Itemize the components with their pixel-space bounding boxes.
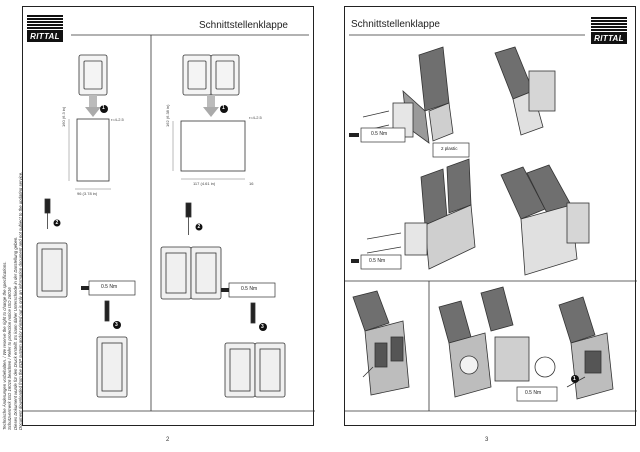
double-flap-illustration <box>180 54 246 172</box>
torque-unit: Nm <box>249 286 258 292</box>
dim-corner-single: r=4-2.5 <box>111 117 124 122</box>
torque-unit: Nm <box>379 131 388 137</box>
flap-closeup-bottom-left <box>352 290 410 396</box>
torque-unit: Nm <box>377 258 386 264</box>
single-flap-illustration <box>76 54 110 182</box>
torque-value-mid: 0.5 Nm <box>369 258 385 264</box>
flap-assembly-top-right <box>494 46 556 136</box>
torque-number: 0.5 <box>525 390 532 396</box>
right-page-drawings <box>345 34 637 412</box>
torque-box-top <box>360 127 406 143</box>
torque-unit: Nm <box>533 390 542 396</box>
screwdriver-double <box>185 202 192 235</box>
page-number-right: 3 <box>485 437 489 443</box>
step-2-number-double: 2 <box>197 223 201 230</box>
flap-final-double <box>224 302 286 398</box>
flap-assembly-top-left <box>362 46 454 144</box>
side-legal-note: Technische Änderungen vorbehalten. / We … <box>2 10 24 430</box>
flap-final-single <box>96 300 128 398</box>
step-1-badge-bottom <box>571 375 579 383</box>
step-3-badge-double <box>259 323 267 331</box>
torque-value-bottom: 0.5 Nm <box>525 390 541 396</box>
step-1-number-single: 1 <box>102 105 105 111</box>
step-1-number-bottom: 1 <box>573 375 576 382</box>
torque-tool-icon-mid <box>351 259 359 263</box>
torque-number: 0.5 <box>371 131 378 137</box>
torque-value-top: 0.5 Nm <box>371 131 387 137</box>
page-title: Schnittstellenklappe <box>351 19 440 30</box>
rittal-logo: RITTAL <box>591 17 627 45</box>
dim-corner-double: r=4-2.5 <box>249 115 262 120</box>
torque-value-double: 0.5 Nm <box>241 286 257 292</box>
step-2-badge-single <box>53 219 61 227</box>
dim-small-w-double: 16 <box>249 181 254 186</box>
flap-assembly-mid-left <box>366 158 476 270</box>
torque-value-single: 0.5 Nm <box>101 284 117 290</box>
step-3-number-single: 3 <box>115 321 118 328</box>
step-3-number-double: 3 <box>261 323 264 330</box>
logo-wordmark: RITTAL <box>591 33 627 44</box>
logo-stripes <box>27 15 63 31</box>
torque-tool-icon-double <box>221 288 229 292</box>
logo-stripes <box>591 17 627 33</box>
dim-height-double: 162 (6.38 in) <box>165 104 170 127</box>
flap-closeup-bottom-center <box>438 286 556 398</box>
screwdriver-single <box>44 198 51 229</box>
torque-tool-icon-single <box>81 286 89 290</box>
torque-box-mid <box>360 254 402 270</box>
rittal-logo: RITTAL <box>27 15 63 43</box>
torque-note-box <box>432 142 470 158</box>
torque-box-bottom <box>516 386 558 402</box>
torque-note-text: 2 plastic <box>441 146 458 151</box>
step-1-number-double: 1 <box>222 105 225 111</box>
torque-tool-icon-top <box>349 133 359 137</box>
torque-unit: Nm <box>109 284 118 290</box>
dimension-lines <box>68 119 245 190</box>
page-number-left: 2 <box>166 437 170 443</box>
step-2-badge-double <box>195 223 203 231</box>
step-1-badge-single <box>100 105 108 113</box>
step-3-badge-single <box>113 321 121 329</box>
flap-mounted-single <box>36 242 68 298</box>
flap-closeup-bottom-right <box>558 296 614 400</box>
torque-number: 0.5 <box>241 286 248 292</box>
logo-wordmark: RITTAL <box>27 31 63 42</box>
dim-width-single: 96 (3.78 in) <box>77 191 98 196</box>
right-page: Schnittstellenklappe RITTAL <box>344 6 637 426</box>
torque-number: 0.5 <box>101 284 108 290</box>
left-page-drawings <box>23 34 315 412</box>
dim-height-single: 160 (6.3 in) <box>61 106 66 127</box>
step-1-badge-double <box>220 105 228 113</box>
flap-assembly-mid-right <box>500 164 590 276</box>
left-page: RITTAL Schnittstellenklappe <box>22 6 315 426</box>
torque-number: 0.5 <box>369 258 376 264</box>
side-note-line-4: Document downloaded from the EDP system … <box>18 171 24 430</box>
dim-width-double: 117 (4.61 in) <box>193 181 216 186</box>
page-title: Schnittstellenklappe <box>199 20 288 31</box>
step-2-number-single: 2 <box>55 219 59 226</box>
flap-mounted-double <box>160 246 222 300</box>
